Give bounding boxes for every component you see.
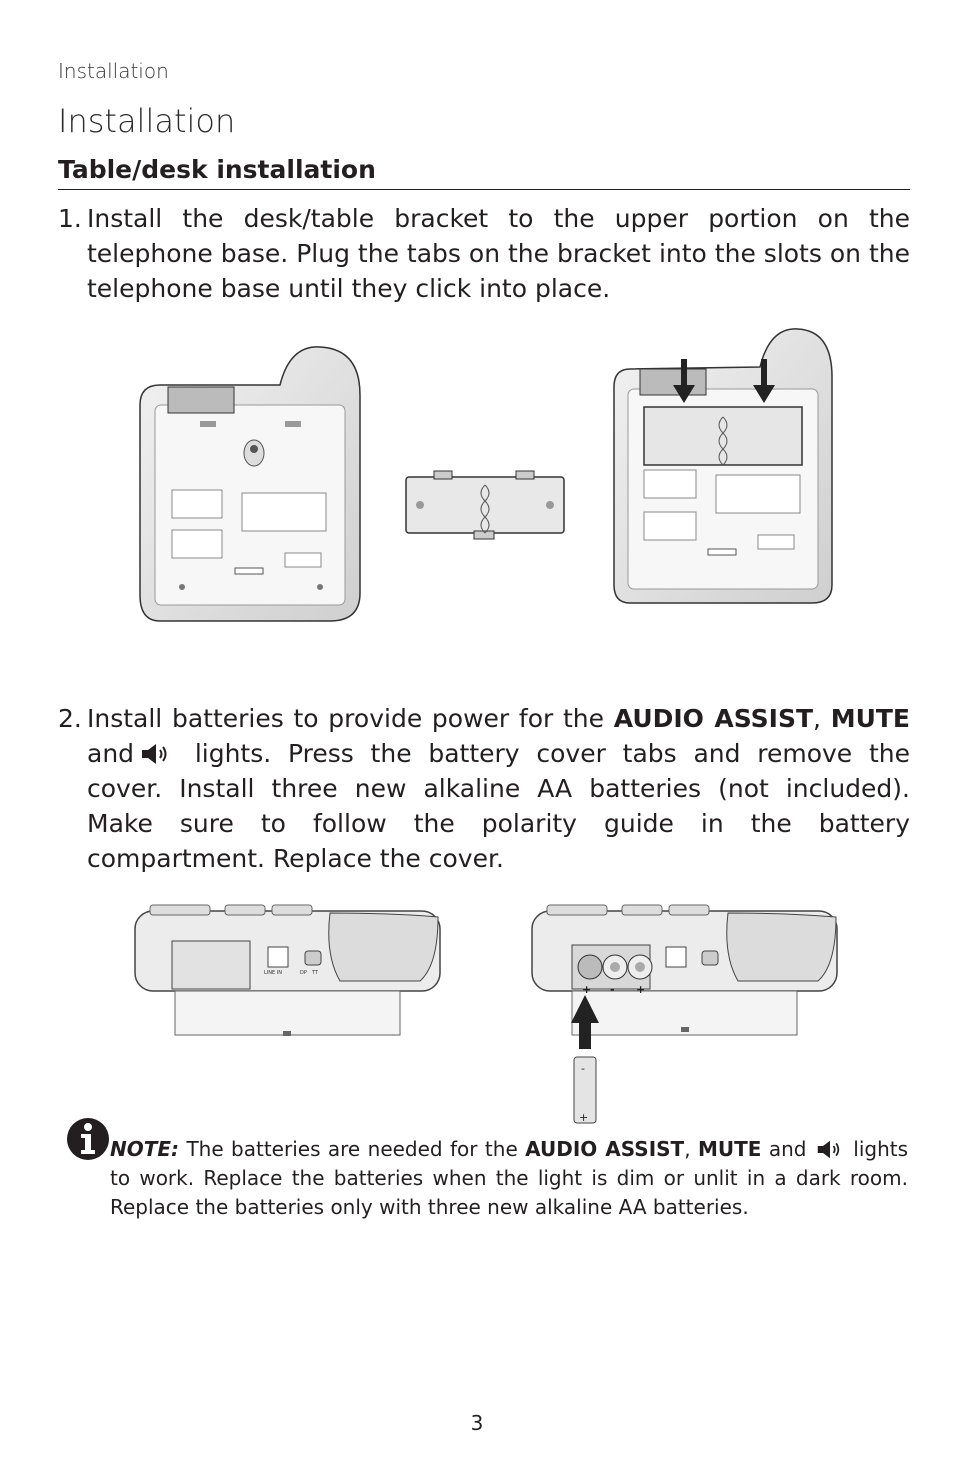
- telephone-side-cover-on: LINE IN DP TT: [134, 904, 441, 1036]
- polarity-minus: -: [610, 983, 615, 996]
- page-number: 3: [470, 1411, 484, 1435]
- arrow-down-icon: [673, 359, 695, 403]
- step-number: 1.: [58, 204, 82, 233]
- port-label: TT: [311, 970, 319, 976]
- arrow-up-icon: [571, 995, 599, 1049]
- polarity-plus: +: [582, 983, 591, 996]
- port-label: DP: [300, 970, 307, 976]
- page-title: Installation: [58, 102, 236, 140]
- info-icon: [67, 1118, 109, 1160]
- arrow-down-icon: [753, 359, 775, 403]
- audio-assist-label: AUDIO ASSIST: [525, 1137, 685, 1161]
- running-header: Installation: [58, 59, 169, 83]
- step-text: Install the desk/table bracket to the up…: [87, 204, 910, 303]
- mute-label: MUTE: [830, 704, 910, 733]
- polarity-plus: +: [636, 983, 645, 996]
- battery-plus: +: [579, 1111, 588, 1124]
- step-number: 2.: [58, 704, 82, 733]
- speaker-icon: [142, 744, 167, 764]
- step-1: 1. Install the desk/table bracket to the…: [58, 201, 910, 306]
- telephone-base-back: [139, 346, 361, 622]
- mute-label: MUTE: [697, 1137, 762, 1161]
- section-divider: [58, 189, 910, 190]
- audio-assist-label: AUDIO ASSIST: [613, 704, 814, 733]
- figure-bracket-installation: [139, 328, 833, 622]
- step-text: Install batteries to provide power for t…: [87, 704, 910, 873]
- desk-bracket: [405, 470, 565, 540]
- port-label: LINE IN: [264, 970, 282, 976]
- note-block: NOTE: The batteries are needed for the A…: [110, 1137, 909, 1219]
- note-label: NOTE:: [110, 1137, 180, 1161]
- speaker-icon: [817, 1140, 840, 1159]
- section-heading: Table/desk installation: [58, 155, 376, 184]
- telephone-side-cover-off: + - + - +: [531, 904, 838, 1124]
- figure-battery-installation: LINE IN DP TT + - + - +: [134, 904, 838, 1124]
- battery-icon: - +: [573, 1056, 597, 1124]
- battery-minus: -: [581, 1062, 585, 1075]
- step-2: 2. Install batteries to provide power fo…: [58, 701, 910, 876]
- telephone-base-with-bracket: [613, 328, 833, 604]
